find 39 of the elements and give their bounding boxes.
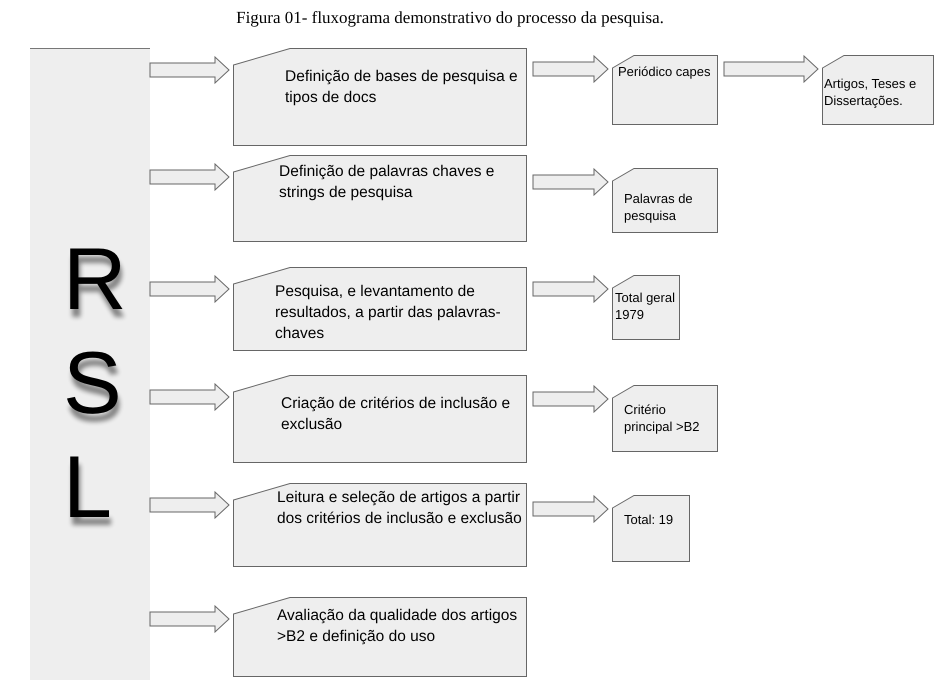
block-arrow <box>150 382 230 412</box>
process-box <box>233 48 527 146</box>
box-text: Leitura e seleção de artigos a partir dos critérios de inclusão e exclusão <box>276 488 523 529</box>
box-text: Criação de critérios de inclusão e exclusão <box>280 394 512 435</box>
result-box <box>822 55 934 125</box>
block-arrow <box>150 162 230 192</box>
box-text: Total geral 1979 <box>614 289 676 323</box>
box-text: Periódico capes <box>617 63 712 80</box>
block-arrow <box>724 54 819 84</box>
block-arrow <box>150 56 230 84</box>
figure-title: Figura 01- fluxograma demonstrativo do processo da pesquisa. <box>235 7 665 29</box>
result-box <box>612 495 690 562</box>
result-box <box>612 168 718 233</box>
result-box <box>612 275 680 340</box>
process-box <box>233 155 527 242</box>
block-arrow <box>532 384 609 414</box>
block-arrow <box>150 274 230 304</box>
block-arrow <box>532 494 609 524</box>
process-box <box>233 375 527 463</box>
box-text: Definição de bases de pesquisa e tipos de docs <box>284 67 519 108</box>
box-text: Palavras de pesquisa <box>623 190 694 224</box>
side-panel <box>30 48 150 680</box>
block-arrow <box>150 490 230 520</box>
block-arrow <box>532 168 609 196</box>
process-box <box>233 267 527 351</box>
block-arrow <box>532 274 609 304</box>
result-box <box>612 385 718 452</box>
result-box <box>612 55 718 125</box>
block-arrow <box>150 604 230 634</box>
box-text: Critério principal >B2 <box>623 401 701 435</box>
box-text: Total: 19 <box>623 511 674 528</box>
block-arrow <box>532 54 609 84</box>
box-text: Avaliação da qualidade dos artigos >B2 e definição do uso <box>276 606 518 647</box>
box-text: Artigos, Teses e Dissertações. <box>823 75 918 109</box>
box-text: Definição de palavras chaves e strings de pesquisa <box>278 162 496 203</box>
box-text: Pesquisa, e levantamento de resultados, a partir das palavras-chaves <box>274 282 502 344</box>
process-box <box>233 483 527 567</box>
panel-letters: RSL <box>63 228 128 538</box>
process-box <box>233 597 527 677</box>
